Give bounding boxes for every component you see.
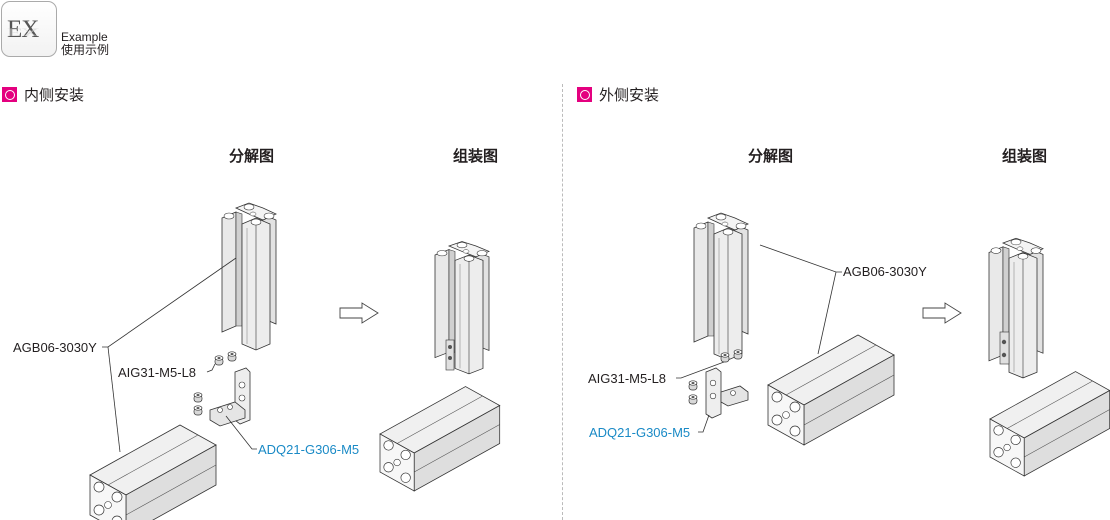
pink-square-circle-icon (577, 87, 592, 102)
exploded-horizontal-profile-inner (89, 424, 217, 520)
direction-arrow-inner (339, 302, 379, 324)
example-label-en: Example (61, 30, 108, 44)
example-badge: EX EX (1, 1, 57, 57)
leader-lines-inner (102, 257, 257, 453)
exploded-vertical-profile-outer (693, 212, 749, 361)
exploded-vertical-profile-inner (221, 202, 277, 351)
section-title-outer: 外侧安装 (577, 84, 659, 105)
callout-screw-inner: AIG31-M5-L8 (118, 365, 197, 380)
callout-profile-inner: AGB06-3030Y (13, 340, 97, 355)
assembled-view-label-outer: 组装图 (1002, 148, 1048, 165)
callout-bracket-outer: ADQ21-G306-M5 (589, 425, 691, 440)
direction-arrow-outer (922, 302, 962, 324)
section-title-inner: 内侧安装 (2, 84, 84, 105)
callout-screw-outer: AIG31-M5-L8 (588, 371, 667, 386)
bracket-outer (705, 367, 749, 419)
bracket-inner (209, 367, 251, 427)
pink-square-circle-icon (2, 87, 17, 102)
section-title-outer-text: 外侧安装 (599, 87, 660, 104)
assembled-view-label-inner: 组装图 (453, 148, 499, 165)
assembled-view-inner (379, 241, 501, 492)
example-badge-text: EX (7, 16, 39, 43)
section-title-inner-text: 内侧安装 (24, 87, 85, 104)
exploded-view-label-inner: 分解图 (229, 148, 275, 165)
example-label-cn: 使用示例 (61, 43, 110, 57)
callout-profile-outer: AGB06-3030Y (843, 264, 927, 279)
callout-bracket-inner: ADQ21-G306-M5 (258, 442, 360, 457)
leader-lines-outer (676, 244, 842, 433)
assembled-view-outer (988, 237, 1110, 477)
example-label: Example 使用示例 (61, 31, 109, 57)
exploded-view-label-outer: 分解图 (748, 148, 794, 165)
exploded-horizontal-profile-outer (767, 334, 895, 446)
section-divider (562, 84, 563, 520)
